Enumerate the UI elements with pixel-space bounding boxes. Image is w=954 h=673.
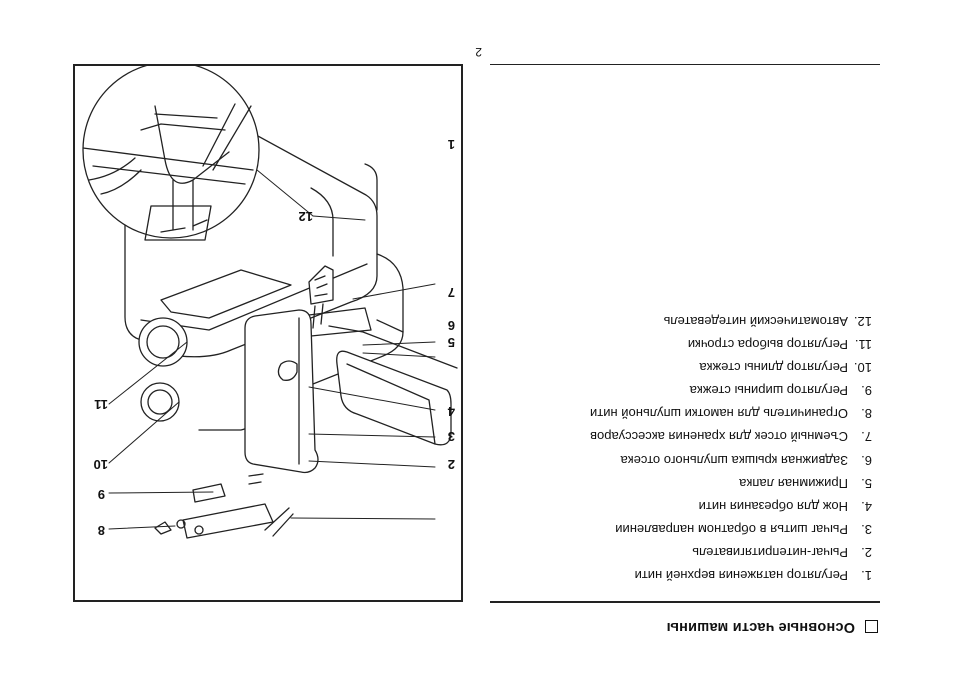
heading-rule	[490, 601, 880, 603]
list-item: 7.Съемный отсек для хранения аксессуаров	[590, 429, 872, 445]
list-item: 4.Нож для обрезания нити	[698, 498, 872, 514]
callout-6: 6	[447, 318, 455, 333]
callout-leaders	[108, 215, 436, 530]
list-item: 2.Рычаг-нитепритягиватель	[692, 544, 872, 560]
list-item: 12.Автоматический нитедеватель	[663, 313, 872, 329]
section-title: Основные части машины	[666, 619, 855, 635]
callout-4: 4	[447, 404, 455, 419]
callout-7: 7	[447, 285, 455, 300]
list-item: 11.Регулятор выбора строчки	[687, 337, 872, 353]
list-item: 3.Рычаг шитья в обратном направлении	[615, 521, 872, 537]
list-item: 1.Регулятор натяжения верхней нити	[634, 568, 872, 583]
footer-rule	[490, 64, 880, 65]
page-number: 2	[475, 45, 482, 59]
list-item: 5.Прижимная лапка	[739, 475, 872, 491]
detail-magnifier	[82, 66, 314, 241]
callout-10: 10	[93, 457, 108, 472]
list-item: 6.Задвижная крышка шпульного отсека	[620, 452, 872, 468]
callout-2: 2	[447, 457, 455, 472]
callout-9: 9	[97, 487, 105, 502]
list-item: 10.Регулятор длины стежка	[699, 360, 872, 376]
parts-list: 1.Регулятор натяжения верхней нити 2.Рыч…	[590, 310, 872, 587]
list-item: 9.Регулятор ширины стежка	[689, 383, 872, 399]
sewing-machine-diagram	[82, 66, 458, 539]
callout-8: 8	[97, 523, 105, 538]
callout-11: 11	[94, 397, 108, 412]
checkbox-square-icon	[865, 620, 878, 634]
callout-5: 5	[447, 335, 455, 350]
machine-diagram-frame: 1 2 3 4 5 6 7 8 9 10 11 12	[73, 64, 463, 602]
section-heading: Основные части машины	[666, 619, 878, 635]
callout-1: 1	[447, 137, 455, 152]
callout-12: 12	[298, 209, 313, 224]
callout-3: 3	[447, 429, 455, 444]
list-item: 8.Ограничитель для намотки шпульной нити	[590, 406, 872, 422]
